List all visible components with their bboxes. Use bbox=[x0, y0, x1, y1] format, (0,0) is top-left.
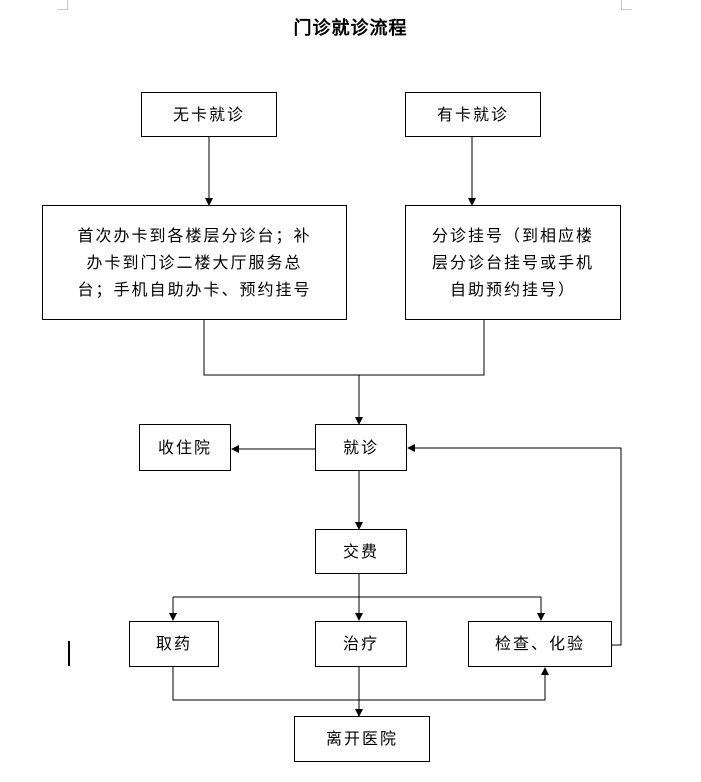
node-has-card: 有卡就诊 bbox=[405, 92, 541, 137]
page-corner-mark-left-v bbox=[67, 0, 68, 10]
node-payment: 交费 bbox=[315, 529, 407, 574]
page-corner-mark-right-h bbox=[621, 9, 632, 10]
node-consult: 就诊 bbox=[315, 424, 407, 471]
node-triage-register: 分诊挂号（到相应楼 层分诊台挂号或手机 自助预约挂号） bbox=[405, 205, 621, 320]
node-treatment: 治疗 bbox=[315, 621, 407, 667]
node-examination: 检查、化验 bbox=[468, 621, 612, 667]
node-get-medicine: 取药 bbox=[129, 621, 219, 667]
text-cursor bbox=[68, 641, 70, 666]
page-corner-mark-left-h bbox=[57, 9, 68, 10]
node-card-handling: 首次办卡到各楼层分诊台；补 办卡到门诊二楼大厅服务总 台；手机自助办卡、预约挂号 bbox=[42, 205, 347, 320]
page-corner-mark-right-v bbox=[621, 0, 622, 10]
connector-bottom-bar bbox=[172, 667, 545, 701]
node-hospitalize: 收住院 bbox=[139, 424, 231, 471]
page-title: 门诊就诊流程 bbox=[293, 18, 408, 39]
node-leave-hospital: 离开医院 bbox=[294, 716, 430, 762]
node-no-card: 无卡就诊 bbox=[141, 92, 277, 137]
connector-merge-to-consult bbox=[203, 320, 485, 376]
connector-exam-loop-back bbox=[407, 444, 622, 646]
